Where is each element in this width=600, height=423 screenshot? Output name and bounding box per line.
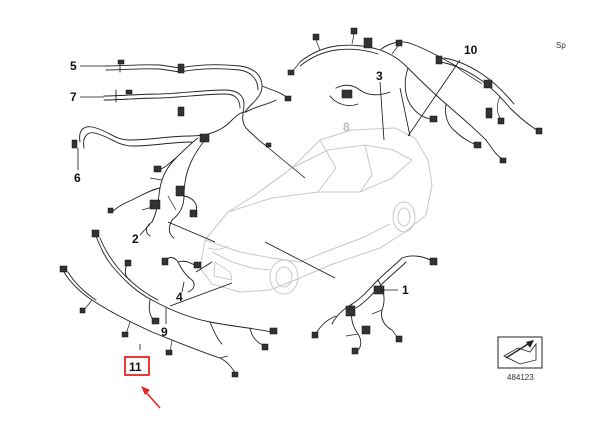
callout-6: 6 [74,171,81,185]
callout-4: 4 [176,290,183,304]
pointer-arrow-icon [141,386,161,409]
harness-4 [161,257,202,293]
callout-8: 8 [343,120,350,134]
harness-2 [107,133,210,239]
harness-11 [59,265,239,378]
callout-3: 3 [376,69,383,83]
callout-2: 2 [132,232,139,246]
callout-7: 7 [70,90,77,104]
harness-9 [91,229,278,351]
callout-labels: 5 7 6 2 4 9 3 8 10 1 11 Sp [70,41,566,376]
callout-5: 5 [70,59,77,73]
callout-10: 10 [464,43,478,57]
harness-3 [287,27,507,164]
leader-lines [77,59,461,350]
corner-text: Sp [556,41,566,50]
diagram-id: 484123 [507,373,534,382]
highlight-box [124,356,150,376]
diagram-symbol: 484123 [497,336,543,382]
part-symbol-icon [503,342,537,365]
callout-11: 11 [129,360,142,374]
harness-10 [435,55,543,135]
harness-1 [311,255,438,355]
harness-5-6-7 [71,59,292,149]
callout-9: 9 [161,325,168,339]
callout-1: 1 [402,283,409,297]
car-outline [199,127,433,295]
